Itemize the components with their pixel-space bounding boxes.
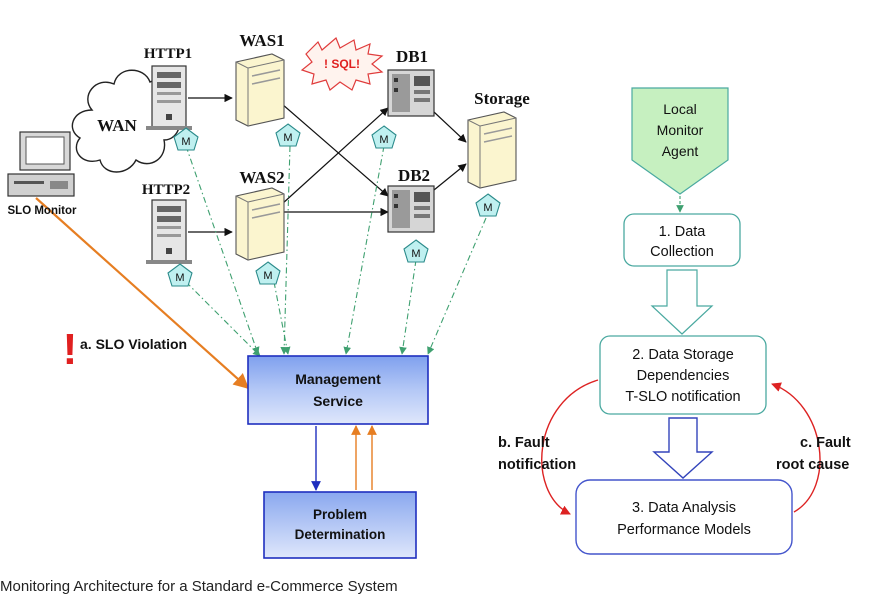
agent-label-2: Monitor bbox=[657, 122, 704, 138]
step1-label-1: 1. Data bbox=[659, 224, 707, 240]
http1-label: HTTP1 bbox=[144, 46, 192, 62]
agent-label-3: Agent bbox=[662, 143, 699, 159]
step1-label-2: Collection bbox=[650, 244, 714, 260]
step2-to-step3-block-arrow bbox=[652, 417, 714, 479]
monitor-badge-was1: M bbox=[275, 123, 301, 147]
monitor-badge-letter: M bbox=[283, 132, 292, 144]
computer-icon bbox=[7, 131, 75, 197]
monitor-badge-letter: M bbox=[483, 202, 492, 214]
storage-label: Storage bbox=[474, 89, 530, 108]
monitor-badge-storage: M bbox=[475, 193, 501, 217]
monitor-badge-was2: M bbox=[255, 261, 281, 285]
was2-server-icon bbox=[235, 187, 285, 261]
violation-mark: ! bbox=[63, 325, 78, 374]
sql-alert-label: ! SQL! bbox=[324, 57, 360, 71]
local-monitor-agent-shape bbox=[631, 87, 729, 195]
problem-determination-box bbox=[263, 491, 417, 559]
slo-violation-label: a. SLO Violation bbox=[80, 336, 187, 352]
problem-determination-label-2: Determination bbox=[295, 527, 386, 542]
was2-label: WAS2 bbox=[239, 168, 284, 187]
monitor-badge-db2: M bbox=[403, 239, 429, 263]
step1-to-step2-block-arrow bbox=[650, 269, 714, 335]
monitor-badge-letter: M bbox=[379, 134, 388, 146]
fault-root-cause-arrow bbox=[771, 382, 821, 513]
db2-server-icon bbox=[387, 185, 435, 233]
slo-monitor-label: SLO Monitor bbox=[8, 205, 78, 217]
wan-label: WAN bbox=[97, 116, 137, 135]
monitor-report-lines bbox=[185, 145, 487, 357]
step2-label-2: Dependencies bbox=[637, 368, 730, 384]
management-service-box bbox=[247, 355, 429, 425]
figure-caption: Monitoring Architecture for a Standard e… bbox=[0, 578, 398, 595]
fault-notification-label-2: notification bbox=[498, 457, 576, 473]
step3-label-1: 3. Data Analysis bbox=[632, 500, 736, 516]
edge-db2-storage bbox=[433, 163, 467, 191]
http2-server-icon bbox=[146, 199, 192, 264]
step2-label-1: 2. Data Storage bbox=[632, 347, 734, 363]
monitor-badge-http1: M bbox=[173, 127, 199, 151]
slo-violation-arrow bbox=[35, 197, 250, 390]
step3-box bbox=[575, 479, 793, 555]
step1-box bbox=[623, 213, 741, 267]
fault-root-cause-label-1: c. Fault bbox=[800, 435, 851, 451]
step2-box bbox=[599, 335, 767, 415]
edge-db1-storage bbox=[433, 111, 467, 143]
monitor-badge-letter: M bbox=[411, 248, 420, 260]
db1-label: DB1 bbox=[396, 47, 428, 66]
monitor-badge-letter: M bbox=[181, 136, 190, 148]
storage-server-icon bbox=[467, 111, 517, 189]
sql-alert-burst bbox=[300, 36, 384, 91]
monitor-badge-letter: M bbox=[263, 270, 272, 282]
was1-label: WAS1 bbox=[239, 31, 284, 50]
agent-label-1: Local bbox=[663, 101, 696, 117]
db2-label: DB2 bbox=[398, 166, 430, 185]
fault-notification-arrow bbox=[541, 379, 599, 515]
fault-notification-label-1: b. Fault bbox=[498, 435, 550, 451]
monitor-badge-letter: M bbox=[175, 272, 184, 284]
was1-server-icon bbox=[235, 53, 285, 127]
monitor-badge-http2: M bbox=[167, 263, 193, 287]
monitor-badge-db1: M bbox=[371, 125, 397, 149]
http2-label: HTTP2 bbox=[142, 182, 190, 198]
dependency-edges bbox=[188, 93, 467, 237]
step3-label-2: Performance Models bbox=[617, 522, 751, 538]
edge-was2-db1 bbox=[281, 107, 389, 205]
edge-was1-db2 bbox=[281, 103, 389, 197]
db1-server-icon bbox=[387, 69, 435, 117]
management-service-label-1: Management bbox=[295, 371, 381, 387]
step2-label-3: T-SLO notification bbox=[625, 389, 740, 405]
problem-determination-label-1: Problem bbox=[313, 507, 367, 522]
http1-server-icon bbox=[146, 65, 192, 130]
fault-root-cause-label-2: root cause bbox=[776, 457, 849, 473]
management-service-label-2: Service bbox=[313, 393, 363, 409]
